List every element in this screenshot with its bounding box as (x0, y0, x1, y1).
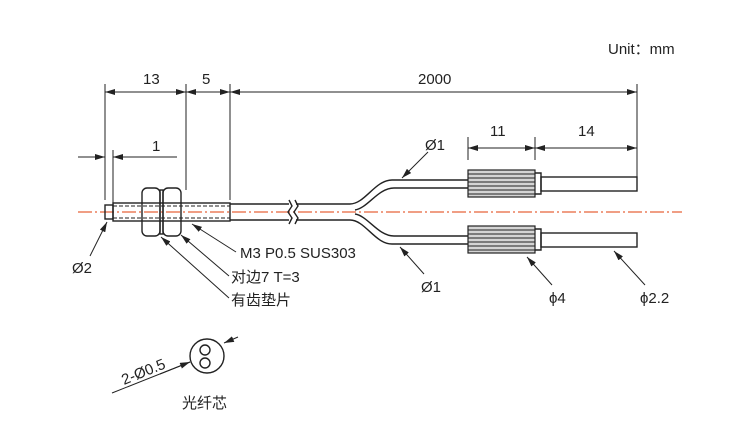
washer-label: 有齿垫片 (231, 292, 291, 309)
ferrule-dimensions: 11 14 (467, 123, 637, 160)
nut-2 (162, 187, 182, 237)
fiber-cable (230, 179, 468, 245)
dim-1: 1 (152, 138, 160, 155)
ferrule-bottom (467, 225, 638, 254)
nut-label: 对边7 T=3 (231, 269, 300, 286)
dim-14: 14 (578, 123, 595, 140)
fiber-top-label: Ø1 (425, 137, 445, 154)
fiber-bottom-label: Ø1 (421, 279, 441, 296)
ferrule-top (467, 169, 638, 198)
dim-11: 11 (490, 123, 506, 140)
tube-diameter-label: ϕ2.2 (640, 290, 669, 307)
core-caption: 光纤芯 (182, 395, 227, 412)
thread-label: M3 P0.5 SUS303 (240, 245, 356, 262)
fiber-cross-section: 2-Ø0.5 光纤芯 (111, 336, 239, 412)
top-dimensions: 13 5 2000 (104, 71, 638, 200)
tip-diameter-label: Ø2 (72, 260, 92, 277)
dim-13: 13 (143, 71, 160, 88)
dim-2000: 2000 (418, 71, 451, 88)
ferrule-diameter-label: ϕ4 (549, 290, 566, 307)
unit-label: Unit：mm (608, 41, 675, 58)
callouts: Ø1 Ø1 ϕ4 ϕ2.2 Ø2 M3 P0.5 SUS303 对边7 T=3 … (72, 137, 669, 309)
tip-dimension: 1 (78, 138, 177, 205)
dim-5: 5 (202, 71, 210, 88)
core-label: 2-Ø0.5 (119, 356, 168, 389)
sensor-head (104, 187, 231, 237)
